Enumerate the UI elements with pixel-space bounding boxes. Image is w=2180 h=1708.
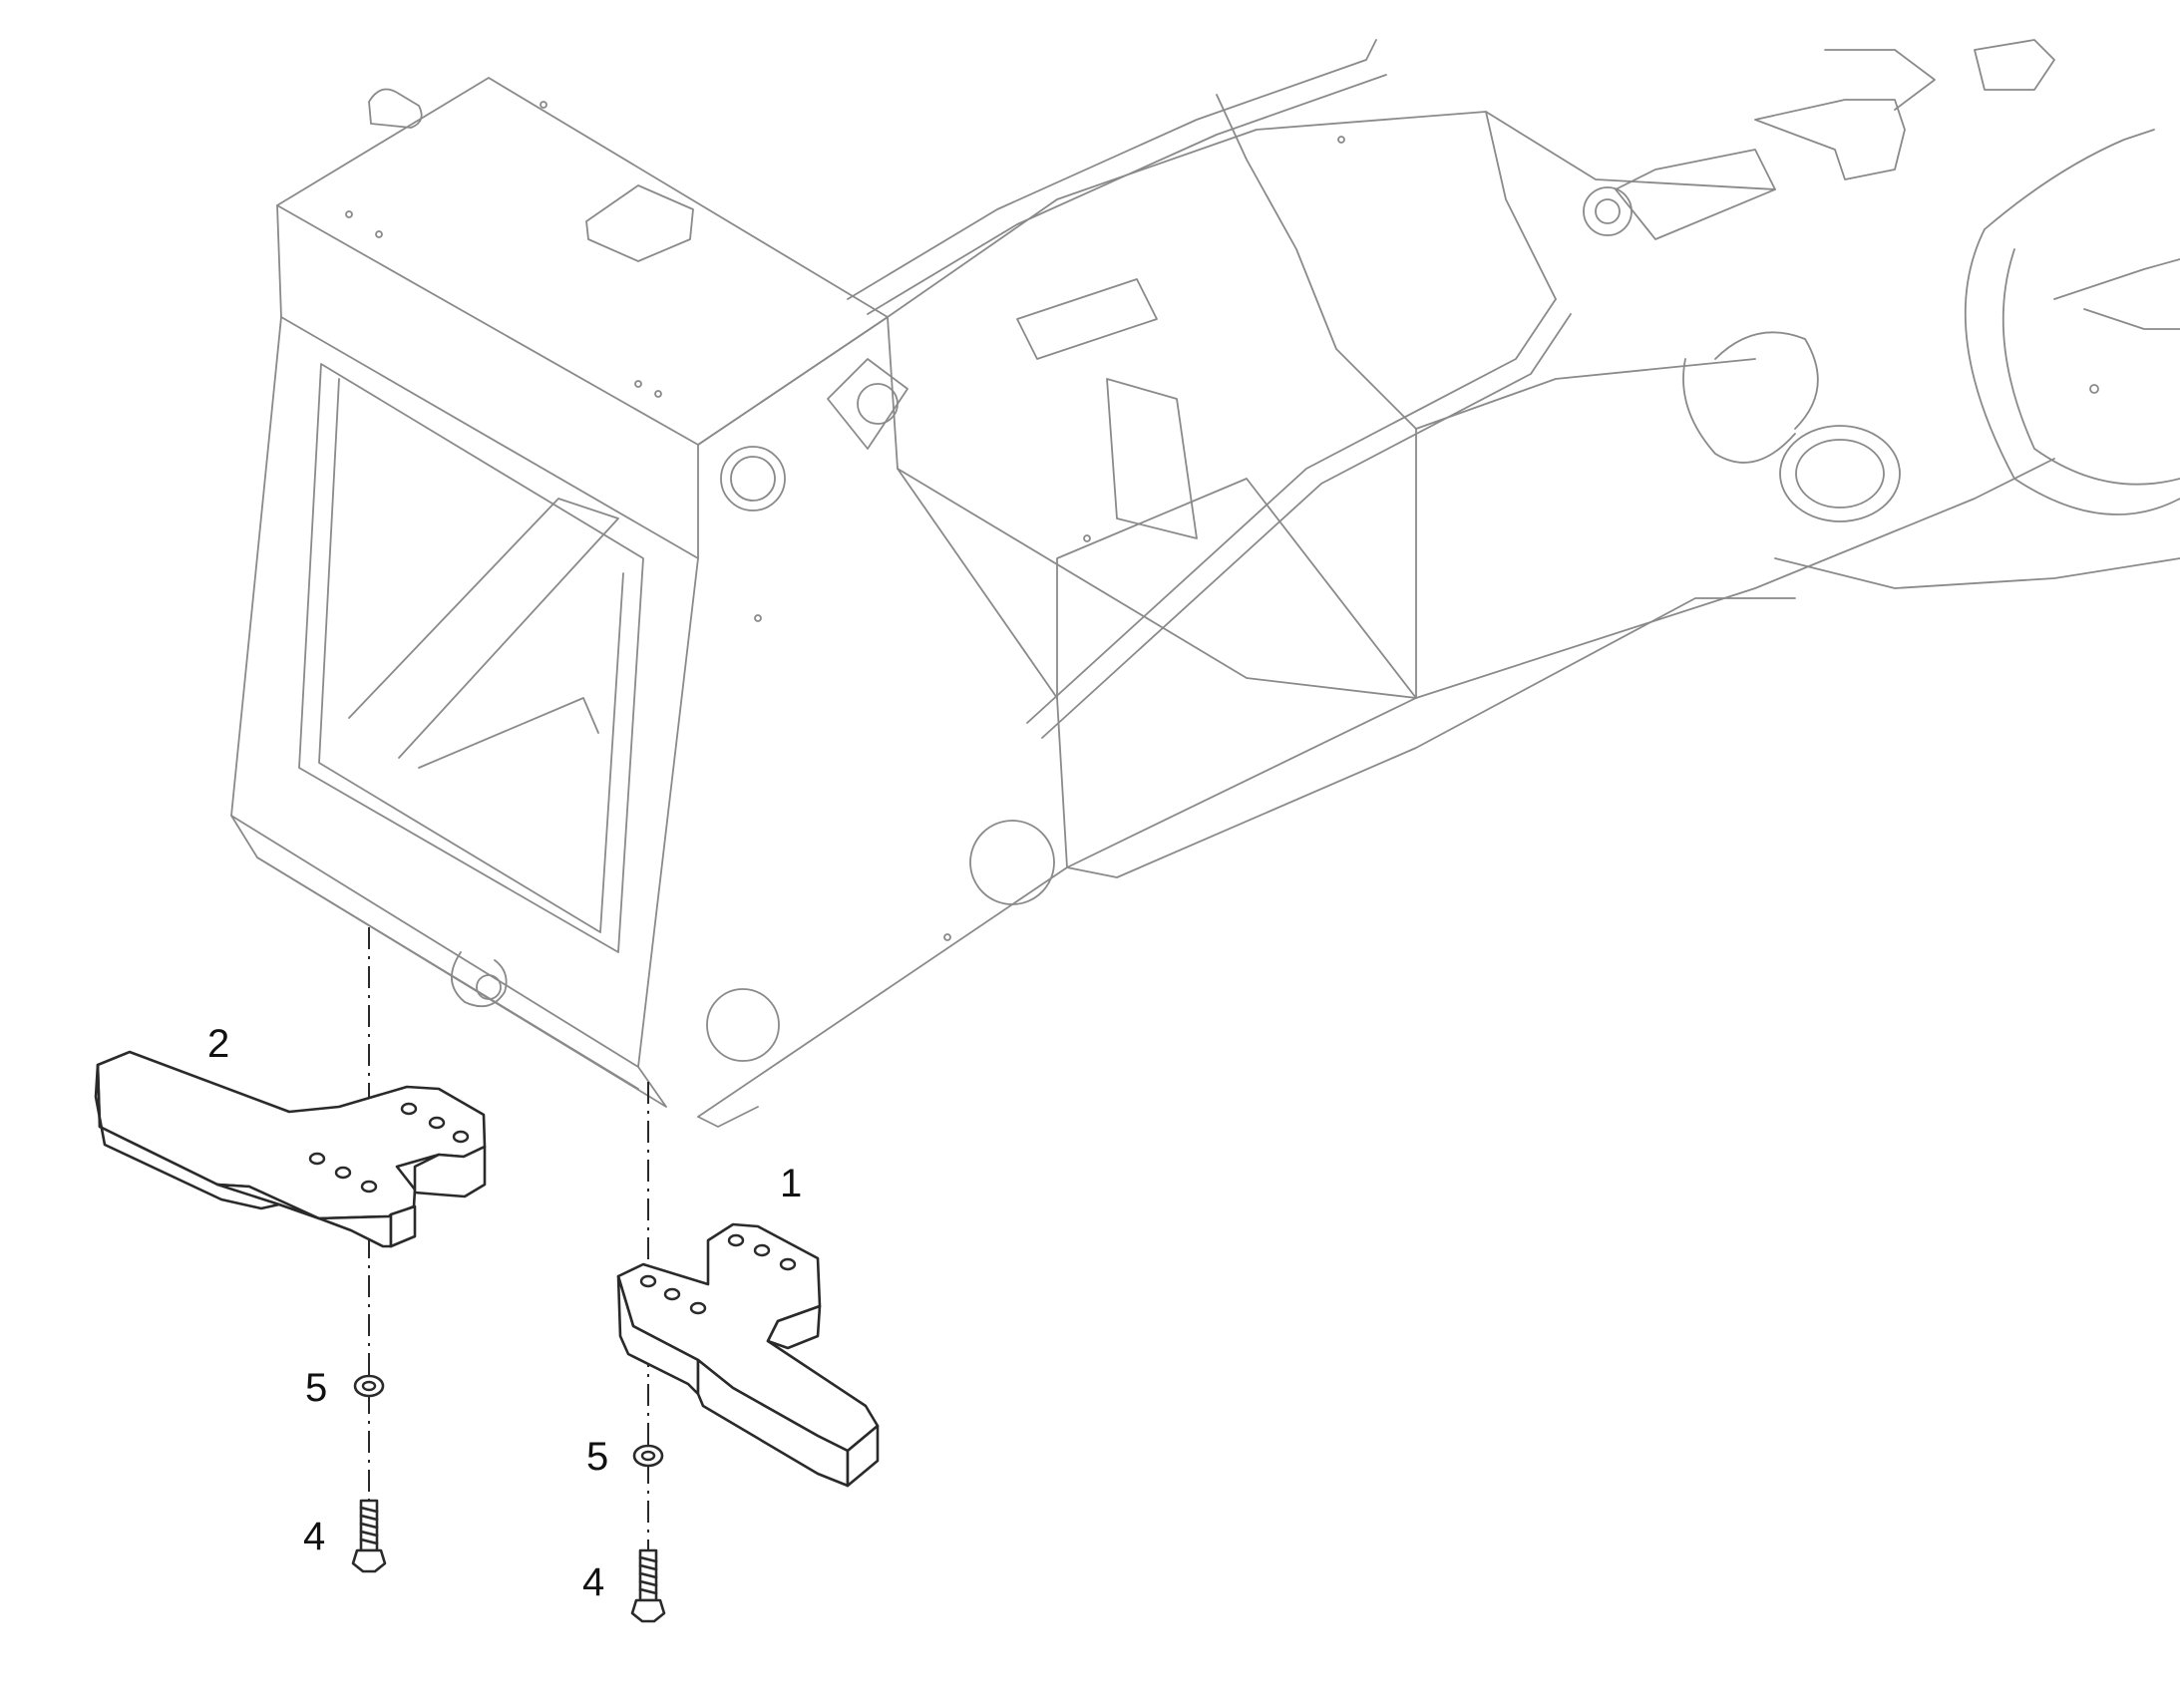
part-5-washer-left [353, 1374, 385, 1398]
part-5-washer-right [632, 1444, 664, 1468]
part-1-hole [689, 1301, 707, 1315]
part-4-bolt-left [351, 1499, 387, 1573]
part-1-bracket [616, 1222, 880, 1488]
part-1-hole [727, 1233, 745, 1247]
callout-part-1: 1 [780, 1162, 802, 1205]
part-1-hole [753, 1243, 771, 1257]
machine-frame [230, 39, 2180, 1128]
callout-part-4-left: 4 [303, 1515, 325, 1558]
callout-part-4-right: 4 [582, 1560, 604, 1604]
part-2-hole [308, 1152, 326, 1166]
callout-part-2: 2 [207, 1022, 229, 1066]
part-1-hole [663, 1287, 681, 1301]
part-1-hole [639, 1274, 657, 1288]
part-2-hole [334, 1166, 352, 1180]
part-2-hole [452, 1130, 470, 1144]
part-1-hole [779, 1257, 797, 1271]
part-2-bracket [94, 1050, 487, 1248]
part-2-hole [360, 1180, 378, 1194]
part-4-bolt-right [630, 1548, 666, 1623]
part-2-hole [400, 1102, 418, 1116]
part-2-hole [428, 1116, 446, 1130]
callout-part-5-left: 5 [305, 1366, 327, 1410]
callout-part-5-right: 5 [586, 1435, 608, 1479]
